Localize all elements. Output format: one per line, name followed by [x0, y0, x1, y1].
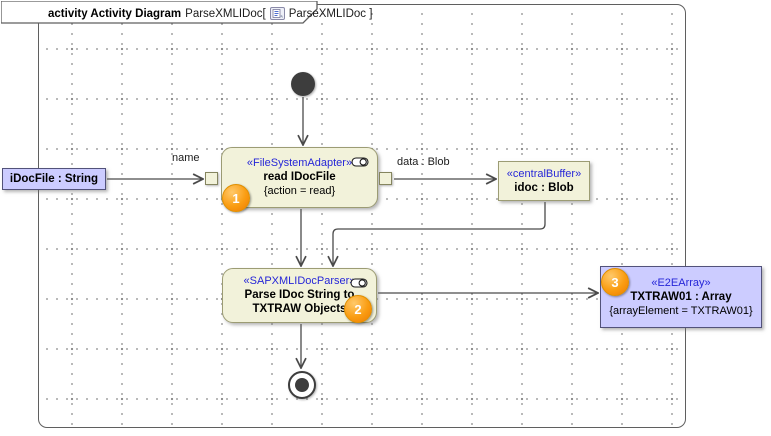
central-buffer-node[interactable]: «centralBuffer» idoc : Blob — [498, 161, 590, 201]
input-pin-label[interactable]: name — [172, 152, 200, 164]
input-pin[interactable] — [205, 172, 218, 185]
central-buffer-name: idoc : Blob — [514, 181, 574, 194]
step-badge-1: 1 — [222, 184, 250, 212]
action-parse-idoc[interactable]: «SAPXMLIDocParser» Parse IDoc String to … — [222, 268, 377, 323]
array-name: TXTRAW01 : Array — [630, 290, 732, 303]
action-parse-stereotype: «SAPXMLIDocParser» — [243, 275, 356, 287]
initial-node[interactable] — [291, 72, 315, 96]
array-stereotype: «E2EArray» — [651, 276, 711, 289]
grid-background — [40, 6, 684, 426]
output-pin-label[interactable]: data : Blob — [397, 156, 450, 168]
activity-final-node[interactable] — [288, 371, 316, 399]
output-pin[interactable] — [379, 172, 392, 185]
frame-tab — [1, 1, 318, 24]
object-node-idocfile-label: iDocFile : String — [9, 173, 99, 185]
object-node-idocfile[interactable]: iDocFile : String — [2, 168, 106, 190]
diagram-icon — [269, 7, 285, 20]
action-read-name: read IDocFile — [263, 171, 336, 183]
action-parse-name-line2: TXTRAW Objects — [252, 303, 347, 315]
frame-title-keyword: activity Activity Diagram — [48, 7, 182, 20]
action-parse-name-line1: Parse IDoc String to — [244, 289, 355, 301]
frame-title: activity Activity Diagram ParseXMLIDoc[ … — [48, 7, 372, 20]
action-read-stereotype: «FileSystemAdapter» — [246, 157, 353, 169]
step-badge-3: 3 — [601, 268, 629, 296]
edge-buffer-to-parse[interactable] — [333, 202, 546, 266]
frame-title-context: ParseXMLIDoc[ — [185, 7, 266, 20]
diagram-frame — [38, 4, 686, 428]
central-buffer-stereotype: «centralBuffer» — [506, 167, 582, 180]
activity-final-dot — [295, 378, 309, 392]
array-constraint: {arrayElement = TXTRAW01} — [609, 304, 753, 317]
adapter-icon — [350, 275, 369, 293]
adapter-icon — [351, 154, 370, 172]
frame-title-diagram-name: ParseXMLIDoc ] — [288, 7, 373, 20]
object-node-txtraw-array[interactable]: «E2EArray» TXTRAW01 : Array {arrayElemen… — [600, 266, 762, 328]
action-read-constraint: {action = read} — [263, 185, 336, 197]
step-badge-2: 2 — [344, 295, 372, 323]
